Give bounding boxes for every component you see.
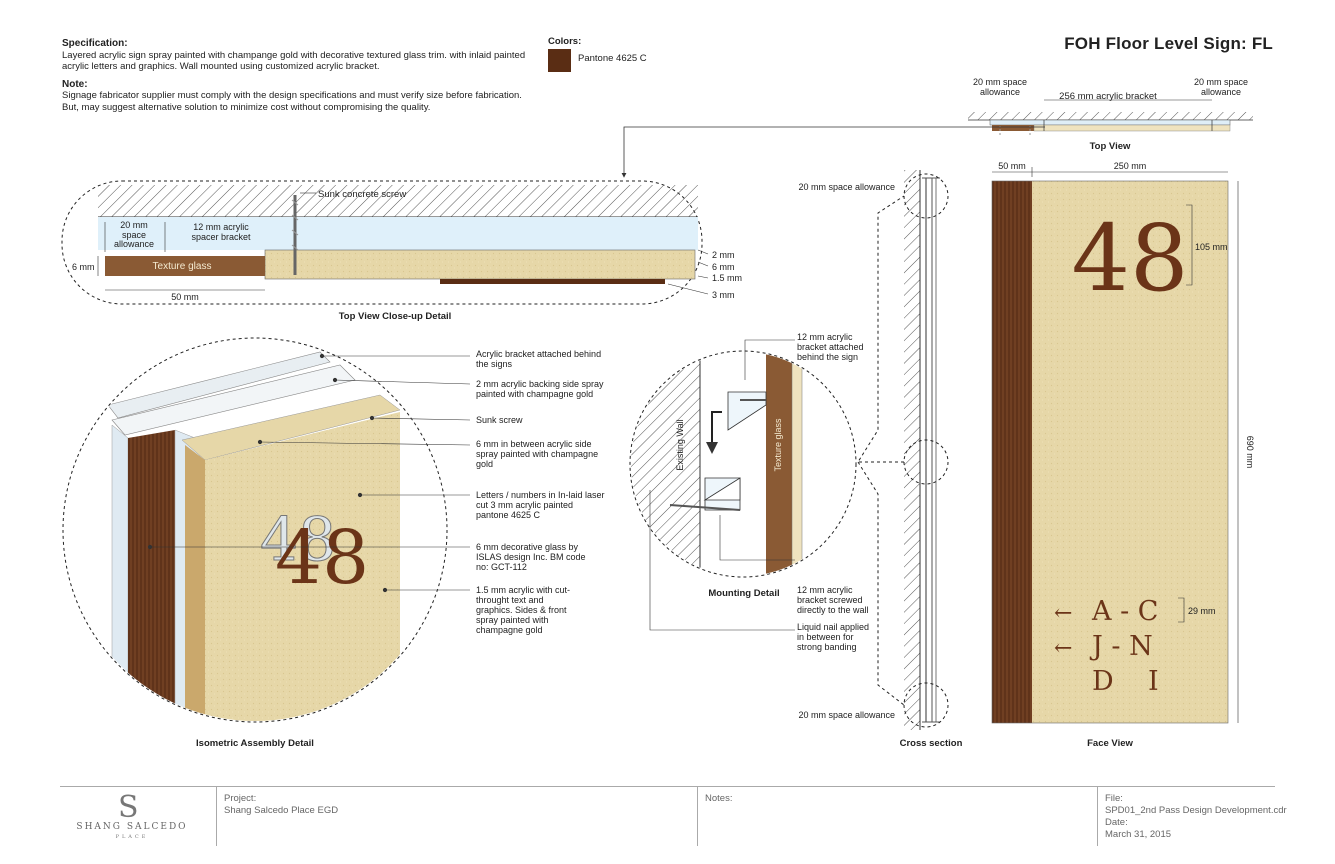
mount-callout-1: 12 mm acrylic bracket attached behind th… xyxy=(797,332,864,362)
iso-number-ghost: 48 xyxy=(260,505,336,575)
iso-callout-3: Sunk screw xyxy=(476,415,523,425)
iso-callout-4: 6 mm in between acrylic side spray paint… xyxy=(476,439,599,469)
footer-divider-3 xyxy=(1097,786,1098,846)
face-letter-height: 29 mm xyxy=(1188,606,1216,616)
svg-text:allowance: allowance xyxy=(980,87,1020,97)
footer-top-rule xyxy=(60,786,1275,787)
closeup-dim-1: 2 mm xyxy=(712,250,735,260)
project-label: Project: xyxy=(224,793,257,804)
face-width-main: 250 mm xyxy=(1114,161,1147,171)
svg-text:spacer bracket: spacer bracket xyxy=(191,232,251,242)
file-name: SPD01_2nd Pass Design Development.cdr xyxy=(1105,805,1287,816)
svg-text:12 mm acrylic: 12 mm acrylic xyxy=(193,222,249,232)
iso-callout-2: 2 mm acrylic backing side spray painted … xyxy=(476,379,604,399)
iso-callout-5: Letters / numbers in In-laid laser cut 3… xyxy=(476,490,605,520)
note-heading: Note: xyxy=(62,78,88,90)
svg-text:20 mm space: 20 mm space xyxy=(1194,77,1248,87)
mount-wall-label: Existing Wall xyxy=(675,419,685,470)
notes-label: Notes: xyxy=(705,793,733,804)
svg-text:allowance: allowance xyxy=(1201,87,1241,97)
closeup-dim-2: 6 mm xyxy=(712,262,735,272)
cross-top-label: 20 mm space allowance xyxy=(798,182,895,192)
top-view: 256 mm acrylic bracket 20 mm space allow… xyxy=(621,77,1253,178)
brand-name: SHANG SALCEDO xyxy=(76,822,188,832)
cross-section: 20 mm space allowance 20 mm space allowa… xyxy=(798,170,963,749)
specification-block: Specification: Layered acrylic sign spra… xyxy=(62,38,532,113)
svg-text:20 mm space: 20 mm space xyxy=(973,77,1027,87)
mounting-detail: Existing Wall Texture glass Mounting Det… xyxy=(629,339,857,631)
closeup-screw-label: Sunk concrete screw xyxy=(318,189,406,200)
face-view: 48 ← A - C ← J - N D I 50 mm 250 mm 690 … xyxy=(991,161,1255,749)
closeup-dim-4: 3 mm xyxy=(712,290,735,300)
closeup-detail: Texture glass Sunk concrete screw 20 mm … xyxy=(61,180,742,322)
spec-heading: Specification: xyxy=(62,38,128,49)
mount-label: Mounting Detail xyxy=(708,588,779,599)
face-arrow-2-icon: ← xyxy=(1054,636,1072,661)
iso-callout-6: 6 mm decorative glass by ISLAS design In… xyxy=(476,542,586,572)
page-title: FOH Floor Level Sign: FL xyxy=(1064,34,1273,53)
footer-file-block: File: SPD01_2nd Pass Design Development.… xyxy=(1105,793,1287,841)
face-row-1: A - C xyxy=(1091,596,1158,627)
face-number: 48 xyxy=(1071,205,1188,312)
project-name: Shang Salcedo Place EGD xyxy=(224,805,339,816)
top-view-label: Top View xyxy=(1090,141,1131,152)
closeup-depth: 6 mm xyxy=(72,262,95,272)
face-row-2: J - N xyxy=(1089,631,1153,662)
face-arrow-1-icon: ← xyxy=(1054,601,1072,626)
footer-divider-2 xyxy=(697,786,698,846)
closeup-width: 50 mm xyxy=(171,292,199,302)
face-width-left: 50 mm xyxy=(998,161,1026,171)
file-label: File: xyxy=(1105,793,1123,804)
cross-label: Cross section xyxy=(900,738,963,749)
footer-divider-1 xyxy=(216,786,217,846)
closeup-texture-glass: Texture glass xyxy=(153,261,212,272)
mount-glass-label: Texture glass xyxy=(773,418,783,472)
mount-callout-3: Liquid nail applied in between for stron… xyxy=(797,622,870,652)
face-height: 690 mm xyxy=(1245,436,1255,469)
iso-callout-1: Acrylic bracket attached behind the sign… xyxy=(476,349,602,369)
top-view-bracket: 256 mm acrylic bracket xyxy=(1059,91,1157,102)
mount-callout-2: 12 mm acrylic bracket screwed directly t… xyxy=(797,585,869,615)
iso-number: 48 xyxy=(275,515,369,601)
spec-text: Layered acrylic sign spray painted with … xyxy=(62,49,526,73)
cross-bottom-label: 20 mm space allowance xyxy=(798,710,895,720)
face-label: Face View xyxy=(1087,738,1133,749)
closeup-label: Top View Close-up Detail xyxy=(339,311,452,322)
date-label: Date: xyxy=(1105,817,1128,828)
closeup-dim-3: 1.5 mm xyxy=(712,273,742,283)
svg-text:space: space xyxy=(122,230,146,240)
isometric-detail: 48 48 Isometric Assembly Detail xyxy=(62,337,471,749)
brand-logo-icon: S xyxy=(118,790,139,825)
face-number-height: 105 mm xyxy=(1195,242,1228,252)
iso-label: Isometric Assembly Detail xyxy=(196,738,314,749)
brand-sub: PLACE xyxy=(115,834,149,840)
face-row-3: D I xyxy=(1092,666,1159,697)
svg-text:allowance: allowance xyxy=(114,239,154,249)
footer-project-block: Project: Shang Salcedo Place EGD xyxy=(224,793,338,817)
svg-text:20 mm: 20 mm xyxy=(120,220,148,230)
colors-heading: Colors: xyxy=(548,36,582,47)
iso-callout-7: 1.5 mm acrylic with cut-throught text an… xyxy=(476,585,571,635)
date-value: March 31, 2015 xyxy=(1105,829,1172,840)
note-text: Signage fabricator supplier must comply … xyxy=(62,90,522,113)
color-swatch xyxy=(548,49,571,72)
pantone-label: Pantone 4625 C xyxy=(578,53,647,64)
